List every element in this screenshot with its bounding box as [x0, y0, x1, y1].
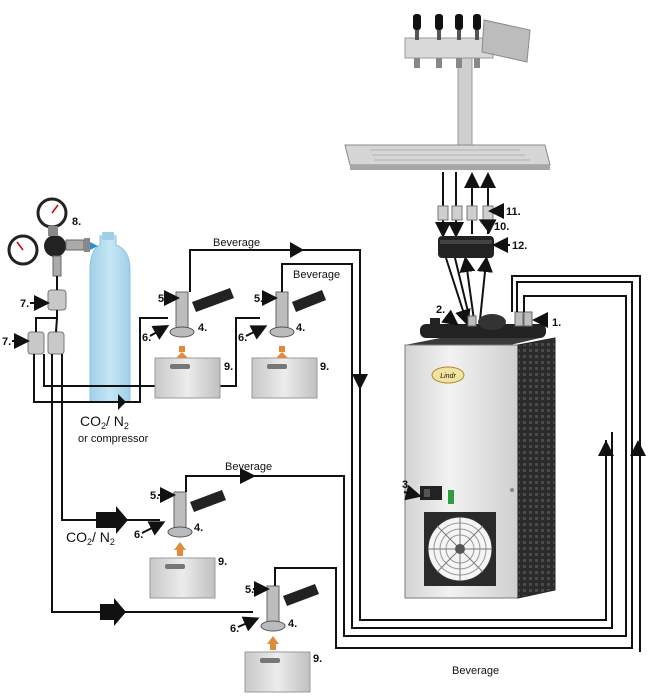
beverage-lines: [185, 242, 646, 652]
svg-text:CO2/ N2: CO2/ N2: [66, 529, 115, 547]
tap-handles: [413, 14, 481, 68]
label-7: 7.: [20, 298, 29, 310]
label-9: 9.: [218, 556, 227, 568]
svg-text:CO2/ N2: CO2/ N2: [80, 413, 129, 431]
label-6: 6.: [230, 623, 239, 635]
power-indicator: [448, 490, 454, 504]
label-4: 4.: [288, 618, 297, 630]
python-lines-to-cooler: [445, 256, 493, 326]
label-8: 8.: [72, 216, 81, 228]
keg-station-3: [149, 490, 226, 599]
label-6: 6.: [142, 332, 151, 344]
cooling-fan: [424, 512, 496, 586]
compressor-label: or compressor: [78, 433, 149, 445]
gas-distributors: [27, 276, 67, 355]
tower-lines: [435, 172, 496, 238]
label-12: 12.: [512, 240, 527, 252]
label-5: 5.: [158, 293, 167, 305]
regulator-knob-icon: [44, 235, 66, 257]
label-5: 5.: [150, 490, 159, 502]
cooler-lid-fittings: [467, 311, 533, 330]
brand-logo: Lindr: [431, 366, 465, 384]
label-11: 11.: [506, 206, 521, 218]
label-4: 4.: [296, 322, 305, 334]
beverage-label: Beverage: [452, 665, 499, 677]
label-5: 5.: [254, 293, 263, 305]
beer-cooler: Lindr: [404, 311, 556, 599]
gas-keg3-label: CO2/ N2: [66, 529, 115, 547]
label-1: 1.: [552, 317, 561, 329]
label-9: 9.: [313, 653, 322, 665]
gas-lines: [33, 317, 260, 626]
label-5: 5.: [245, 584, 254, 596]
beer-tower: [344, 14, 551, 326]
label-4: 4.: [198, 322, 207, 334]
label-7: 7.: [2, 336, 11, 348]
label-9: 9.: [320, 361, 329, 373]
label-2: 2.: [436, 304, 445, 316]
label-6: 6.: [134, 529, 143, 541]
label-3: 3.: [402, 479, 411, 491]
label-9: 9.: [224, 361, 233, 373]
label-6: 6.: [238, 332, 247, 344]
insulated-python-collar: [438, 236, 494, 258]
beverage-label: Beverage: [225, 461, 272, 473]
gas-source-label: CO2/ N2 or compressor: [78, 413, 149, 445]
svg-text:Lindr: Lindr: [440, 373, 456, 380]
drip-tray-counter: [344, 144, 551, 170]
beverage-label: Beverage: [213, 237, 260, 249]
keg-station-4: [244, 584, 319, 693]
control-panel: [420, 486, 514, 504]
beverage-label: Beverage: [293, 269, 340, 281]
label-4: 4.: [194, 522, 203, 534]
gas-cylinder: [89, 232, 131, 403]
keg-station-2: [251, 290, 326, 399]
pressure-regulator: [7, 197, 98, 277]
callout-labels: 1. 2. 3. 4. 4. 4. 4. 5. 5. 5. 5. 6. 6. 6…: [2, 203, 561, 677]
label-10: 10.: [494, 221, 509, 233]
